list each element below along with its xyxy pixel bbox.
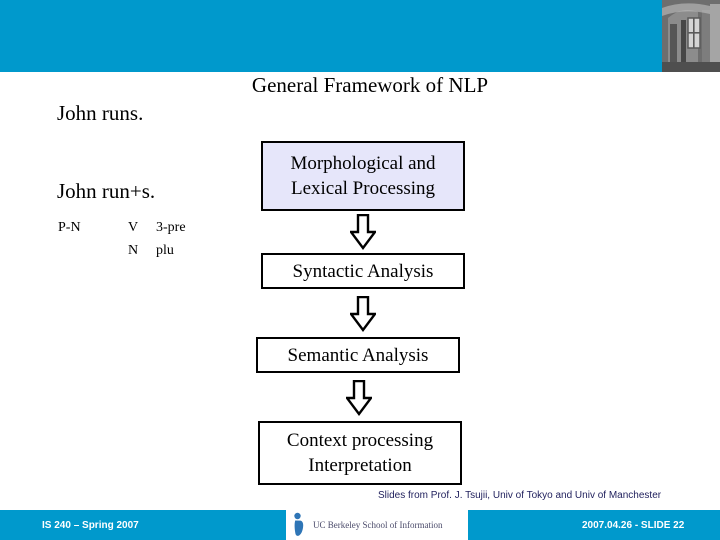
pipeline-stage-label: Interpretation [308,455,412,476]
pipeline-stage-label: Morphological and [290,153,436,174]
uc-berkeley-ischool-icon [294,512,304,536]
gloss-cell: 3-pre [156,220,186,235]
gloss-cell: plu [156,243,174,258]
pipeline-stage-label: Context processing [286,430,434,451]
gloss-cell [58,239,116,262]
slide-credits: Slides from Prof. J. Tsujii, Univ of Tok… [378,490,662,501]
footer-course-label: IS 240 – Spring 2007 [42,520,139,531]
banner-building-photo [648,0,720,72]
gloss-cell: V [127,220,139,235]
arrow-down-icon [348,213,378,250]
footer-logo: UC Berkeley School of Information [286,510,468,540]
example-sentence-segmented: John run+s. [57,179,156,203]
gloss-cell: N [127,243,139,258]
table-row: P-N V 3-pre [58,216,214,239]
gloss-cell: P-N [58,220,81,235]
arrow-down-icon [348,295,378,332]
pipeline-stage-context: Context processing Interpretation [258,421,462,485]
pipeline-stage-syntactic: Syntactic Analysis [261,253,465,289]
pipeline-stage-semantic: Semantic Analysis [256,337,460,373]
table-row: N plu [58,239,214,262]
footer-logo-text: UC Berkeley School of Information [313,519,443,530]
morphological-gloss-table: P-N V 3-pre N plu [58,216,214,262]
footer-slide-info: 2007.04.26 - SLIDE 22 [582,520,685,531]
top-banner [0,0,720,72]
pipeline-stage-label: Syntactic Analysis [292,260,434,282]
pipeline-stage-label: Lexical Processing [290,178,436,199]
example-sentence-surface: John runs. [57,101,144,125]
pipeline-stage-morphological: Morphological and Lexical Processing [261,141,465,211]
page-title: General Framework of NLP [251,73,489,97]
pipeline-stage-label: Semantic Analysis [287,344,429,366]
arrow-down-icon [344,379,374,416]
